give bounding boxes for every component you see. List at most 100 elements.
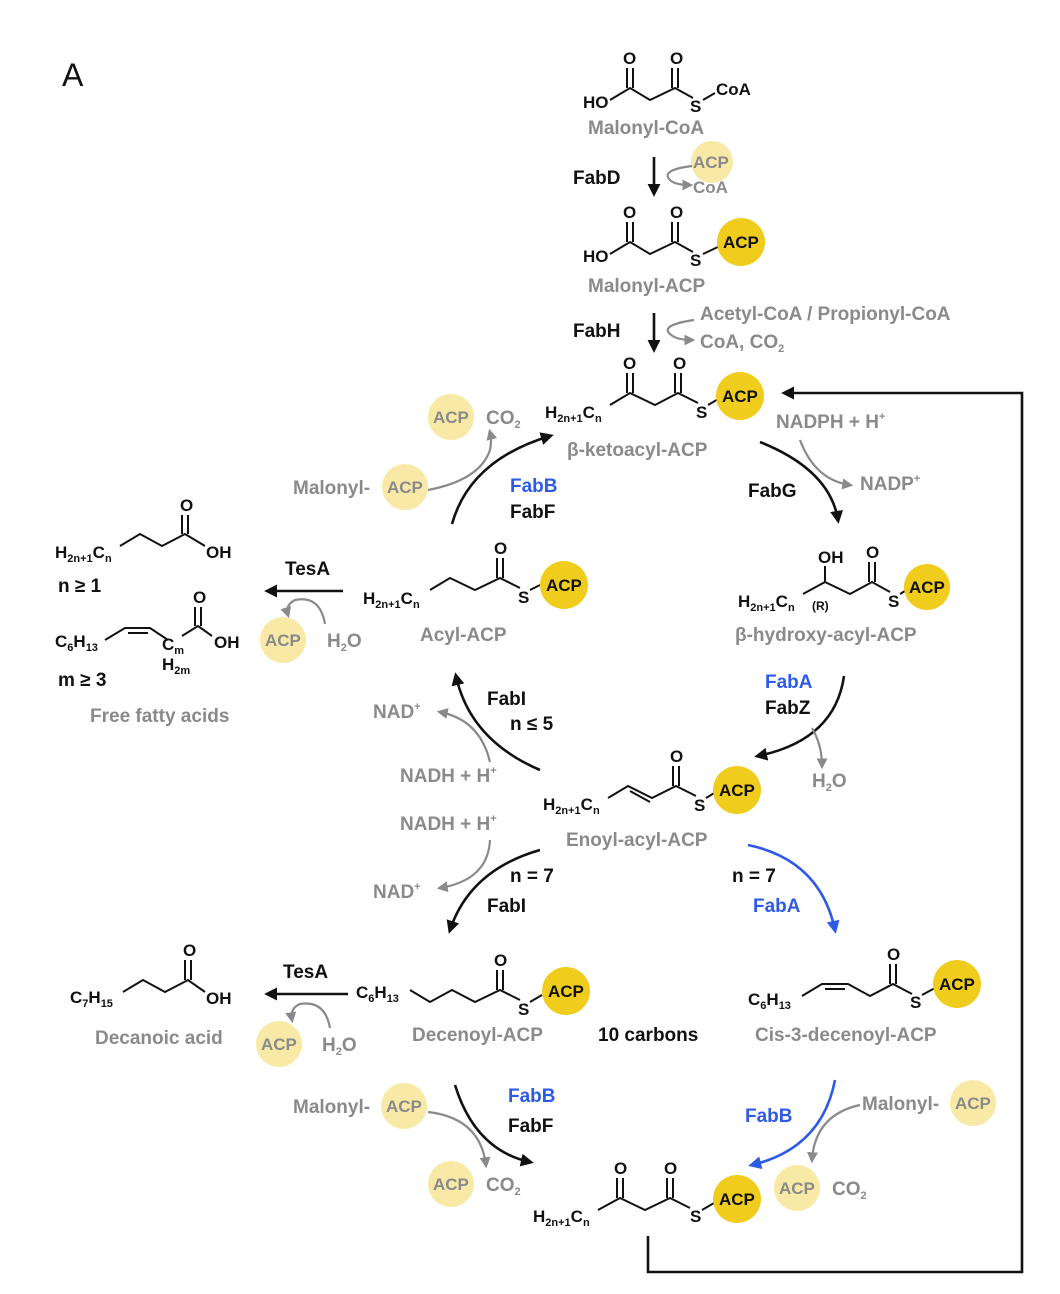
atom-o: O bbox=[183, 941, 196, 960]
acp-label: ACP bbox=[546, 576, 582, 595]
co2-label-2: CO2 bbox=[486, 1175, 521, 1198]
enzyme-fabz: FabZ bbox=[765, 698, 811, 719]
condition-n-eq-7-right: n = 7 bbox=[732, 866, 776, 887]
atom-o: O bbox=[623, 203, 636, 222]
nadp-label: NADP+ bbox=[860, 473, 920, 495]
decenoyl-acp-label: Decenoyl-ACP bbox=[412, 1025, 543, 1046]
free-fatty-acids-label: Free fatty acids bbox=[90, 706, 229, 727]
enoyl-acyl-acp-structure: H2n+1Cn O S ACP bbox=[543, 747, 761, 817]
atom-o: O bbox=[866, 543, 879, 562]
malonyl-prefix: Malonyl- bbox=[293, 1097, 370, 1118]
malonyl-coa-label: Malonyl-CoA bbox=[588, 118, 704, 139]
nadh-label-2: NADH + H+ bbox=[400, 813, 497, 835]
coa-label: CoA bbox=[693, 178, 728, 197]
atom-o: O bbox=[670, 49, 683, 68]
atom-o: O bbox=[673, 354, 686, 373]
elongation-cycle-return-arrow bbox=[646, 386, 1024, 1274]
enzyme-fabb-3: FabB bbox=[745, 1106, 793, 1127]
malonyl-acp-input-arrow-2 bbox=[427, 1110, 491, 1169]
condition-m-ge-3: m ≥ 3 bbox=[58, 670, 106, 691]
enzyme-faba: FabA bbox=[765, 672, 813, 693]
chain-h2m: H2m bbox=[162, 655, 190, 677]
malonyl-acp-input-arrow-3 bbox=[807, 1103, 861, 1164]
malonyl-acp-structure: HO O O S ACP bbox=[583, 203, 765, 270]
atom-ho: HO bbox=[583, 93, 609, 112]
h2o-label-2: H2O bbox=[322, 1035, 357, 1058]
atom-s: S bbox=[690, 251, 701, 270]
atom-o: O bbox=[494, 951, 507, 970]
acp-light-circle bbox=[691, 141, 733, 183]
chain-h2n1cn: H2n+1Cn bbox=[738, 592, 795, 614]
enoyl-acyl-acp-label: Enoyl-acyl-ACP bbox=[566, 830, 708, 851]
fabb-fabf-condensation-arrow-2 bbox=[453, 1084, 534, 1167]
h2o-label: H2O bbox=[327, 631, 362, 654]
malonyl-coa-structure: HO O O S CoA bbox=[583, 49, 751, 116]
atom-o: O bbox=[887, 945, 900, 964]
chain-cm: Cm bbox=[162, 635, 184, 657]
acp-label: ACP bbox=[723, 233, 759, 252]
enzyme-fabb: FabB bbox=[510, 476, 558, 497]
enzyme-tesa: TesA bbox=[285, 559, 330, 580]
faba-isomerization-arrow bbox=[747, 843, 840, 934]
atom-s: S bbox=[518, 588, 529, 607]
atom-o: O bbox=[614, 1159, 627, 1178]
fabb-fabf-condensation-arrow bbox=[450, 432, 554, 525]
fabi-reduction-arrow bbox=[451, 672, 541, 772]
malonyl-acp-input-arrow bbox=[427, 428, 498, 492]
acp-label: ACP bbox=[387, 478, 423, 497]
acp-label: ACP bbox=[433, 408, 469, 427]
acp-label: ACP bbox=[265, 631, 301, 650]
decanoic-acid-label: Decanoic acid bbox=[95, 1028, 223, 1049]
nad-label-2: NAD+ bbox=[373, 881, 421, 903]
atom-o: O bbox=[180, 496, 193, 515]
co2-label-3: CO2 bbox=[832, 1179, 867, 1202]
cis3-decenoyl-acp-structure: C6H13 O S ACP bbox=[748, 945, 981, 1012]
atom-o: O bbox=[494, 539, 507, 558]
decanoic-acid-structure: C7H15 O OH bbox=[70, 941, 232, 1010]
acp-label: ACP bbox=[548, 982, 584, 1001]
ketoacyl-acp-structure-bottom: H2n+1Cn O O S ACP bbox=[533, 1159, 761, 1229]
nad-label: NAD+ bbox=[373, 701, 421, 723]
hydroxyacyl-acp-structure: H2n+1Cn OH O (R) S ACP bbox=[738, 543, 950, 614]
atom-oh: OH bbox=[206, 543, 232, 562]
nadh-consumption-arrow bbox=[436, 708, 492, 763]
fabb-condensation-arrow-blue bbox=[748, 1079, 837, 1170]
atom-coa: CoA bbox=[716, 80, 751, 99]
water-acp-exchange-arrow bbox=[280, 598, 327, 625]
nadph-label: NADPH + H+ bbox=[776, 411, 885, 433]
atom-o: O bbox=[670, 203, 683, 222]
coa-co2-label: CoA, CO2 bbox=[700, 332, 784, 355]
atom-o: O bbox=[664, 1159, 677, 1178]
enzyme-fabi: FabI bbox=[487, 689, 526, 710]
atom-s: S bbox=[690, 1207, 701, 1226]
enzyme-fabf-2: FabF bbox=[508, 1116, 553, 1137]
co2-label: CO2 bbox=[486, 408, 521, 431]
nadh-label: NADH + H+ bbox=[400, 765, 497, 787]
acyl-acp-structure: H2n+1Cn O S ACP bbox=[363, 539, 588, 611]
acp-label: ACP bbox=[722, 387, 758, 406]
atom-o: O bbox=[670, 747, 683, 766]
acp-label: ACP bbox=[261, 1035, 297, 1054]
acp-label: ACP bbox=[693, 153, 729, 172]
fabi-n7-reduction-arrow bbox=[446, 848, 541, 934]
nadh-consumption-arrow-2 bbox=[436, 839, 492, 893]
atom-s: S bbox=[888, 592, 899, 611]
enzyme-fabg: FabG bbox=[748, 481, 797, 502]
chain-h2n1cn: H2n+1Cn bbox=[55, 543, 112, 565]
enzyme-faba-2: FabA bbox=[753, 896, 801, 917]
atom-s: S bbox=[694, 796, 705, 815]
ketoacyl-acp-label: β-ketoacyl-ACP bbox=[567, 440, 708, 461]
acp-label: ACP bbox=[939, 975, 975, 994]
atom-o: O bbox=[623, 49, 636, 68]
unsaturated-fatty-acid-structure: C6H13 Cm H2m O OH bbox=[55, 588, 240, 677]
enzyme-fabb-2: FabB bbox=[508, 1086, 556, 1107]
atom-s: S bbox=[910, 993, 921, 1012]
atom-oh: OH bbox=[206, 989, 232, 1008]
water-acp-exchange-arrow-2 bbox=[285, 1002, 332, 1029]
enzyme-fabh: FabH bbox=[573, 321, 621, 342]
atom-o: O bbox=[623, 354, 636, 373]
acp-label: ACP bbox=[719, 781, 755, 800]
atom-s: S bbox=[690, 97, 701, 116]
h2o-label: H2O bbox=[812, 771, 847, 794]
